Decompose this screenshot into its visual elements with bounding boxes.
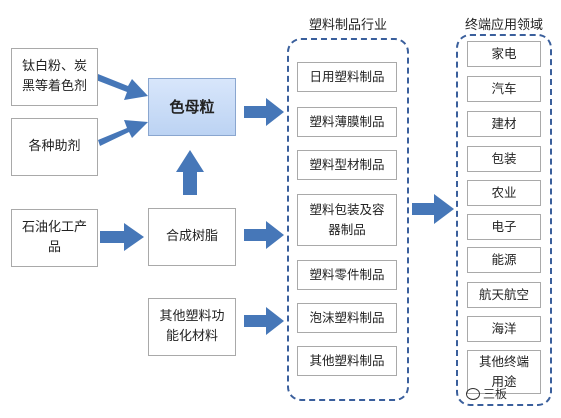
applications-item: 航天航空 (467, 282, 541, 308)
node-resin: 合成树脂 (148, 208, 236, 266)
input-pigment-label: 钛白粉、炭黑等着色剂 (21, 59, 87, 94)
applications-item: 海洋 (467, 316, 541, 342)
plastics-item: 塑料薄膜制品 (297, 107, 397, 137)
plastics-item: 塑料包装及容器制品 (297, 194, 397, 246)
applications-item: 建材 (467, 111, 541, 137)
node-resin-label: 合成树脂 (165, 229, 218, 244)
node-masterbatch-label: 色母粒 (169, 98, 215, 116)
applications-item: 家电 (467, 41, 541, 67)
node-functional: 其他塑料功能化材料 (148, 298, 236, 356)
applications-item: 其他终端用途 (467, 350, 541, 394)
plastics-item: 塑料型材制品 (297, 150, 397, 180)
chat-bubble-icon (466, 387, 480, 400)
applications-group (456, 34, 552, 406)
arrow-plastics-to-applications (412, 194, 454, 224)
plastics-item: 塑料零件制品 (297, 260, 397, 290)
applications-item: 汽车 (467, 76, 541, 102)
input-petrochem: 石油化工产品 (11, 209, 98, 267)
plastics-group (287, 38, 409, 401)
input-pigment: 钛白粉、炭黑等着色剂 (11, 48, 98, 106)
plastics-item: 其他塑料制品 (297, 346, 397, 376)
watermark-text: 三板 (483, 387, 508, 401)
plastics-title: 塑料制品行业 (308, 18, 387, 33)
node-masterbatch: 色母粒 (148, 78, 236, 136)
applications-item: 能源 (467, 247, 541, 273)
arrow-masterbatch-to-plastics (244, 98, 284, 126)
arrow-resin-to-plastics (244, 221, 284, 249)
input-additives: 各种助剂 (11, 118, 98, 176)
plastics-item: 日用塑料制品 (297, 62, 397, 92)
arrow-petrochem-to-resin (100, 223, 144, 251)
input-additives-label: 各种助剂 (28, 139, 81, 154)
applications-item: 电子 (467, 214, 541, 240)
arrow-additives-to-masterbatch (98, 120, 148, 146)
watermark: 三板 (466, 385, 507, 402)
arrow-pigment-to-masterbatch (96, 74, 148, 100)
applications-item: 包装 (467, 146, 541, 172)
plastics-item: 泡沫塑料制品 (297, 303, 397, 333)
input-petrochem-label: 石油化工产品 (21, 220, 87, 255)
applications-title: 终端应用领域 (464, 18, 543, 33)
applications-item: 农业 (467, 180, 541, 206)
node-functional-label: 其他塑料功能化材料 (159, 309, 225, 344)
arrow-resin-to-masterbatch (176, 150, 204, 195)
arrow-functional-to-plastics (244, 307, 284, 335)
